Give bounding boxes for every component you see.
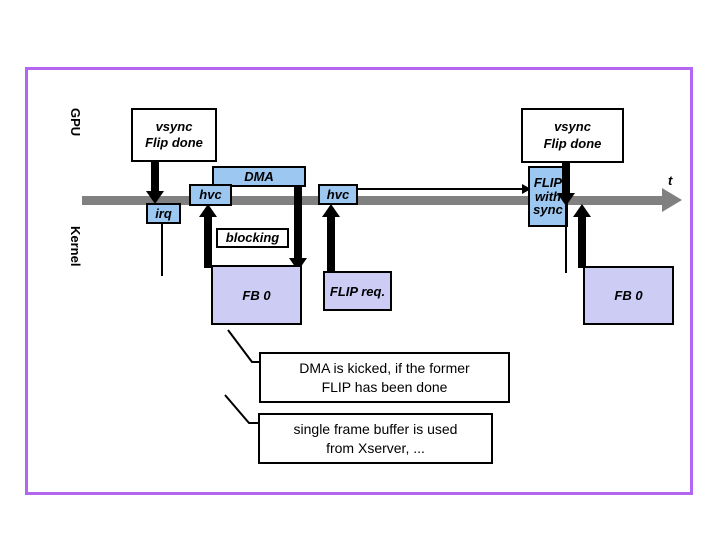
flip-req-label: FLIP req. bbox=[329, 283, 386, 299]
note-single-fb-line2: from Xserver, ... bbox=[326, 439, 425, 456]
hvc-block-second: hvc bbox=[318, 184, 358, 205]
blocking-box: blocking bbox=[216, 228, 289, 248]
note-single-fb-line1: single frame buffer is used bbox=[293, 421, 458, 438]
timeline-arrowhead-icon bbox=[662, 188, 682, 212]
arrow-fb0-to-hvc-shaft bbox=[204, 216, 212, 268]
arrow-vsync-to-irq-shaft bbox=[151, 162, 159, 193]
hvc-to-flip-arrowhead-icon bbox=[522, 184, 531, 194]
hvc-to-flip-connector bbox=[358, 188, 523, 190]
fb0-label-right: FB 0 bbox=[614, 288, 643, 303]
flip-done-label-right: Flip done bbox=[543, 135, 602, 151]
blocking-label: blocking bbox=[225, 229, 280, 245]
hvc-block-first: hvc bbox=[189, 184, 232, 206]
arrow-dma-down-shaft bbox=[294, 186, 302, 265]
dma-block: DMA bbox=[212, 166, 306, 187]
fb0-box-left: FB 0 bbox=[211, 265, 302, 325]
irq-label: irq bbox=[155, 205, 172, 221]
hvc-label-first: hvc bbox=[199, 187, 222, 203]
flip-with-sync-line1: FLIP bbox=[533, 175, 563, 191]
arrow-flipreq-to-hvc-head-icon bbox=[322, 204, 340, 217]
hvc-label-second: hvc bbox=[326, 186, 350, 202]
irq-block: irq bbox=[146, 203, 181, 224]
flip-req-box: FLIP req. bbox=[323, 271, 392, 311]
fb0-label-left: FB 0 bbox=[242, 287, 271, 303]
timeline-axis-label: t bbox=[668, 173, 673, 188]
dma-label: DMA bbox=[244, 168, 274, 184]
lane-label-kernel: Kernel bbox=[68, 226, 83, 267]
arrow-fb0-right-shaft bbox=[578, 216, 586, 268]
arrow-flipreq-to-hvc-shaft bbox=[327, 216, 335, 272]
flip-done-label-left: Flip done bbox=[145, 135, 203, 150]
note-dma-kicked-line2: FLIP has been done bbox=[321, 378, 448, 395]
vsync-flip-done-box-right: vsync Flip done bbox=[521, 108, 624, 163]
vsync-flip-done-box-left: vsync Flip done bbox=[131, 108, 217, 162]
arrow-fb0-to-hvc-head-icon bbox=[199, 204, 217, 217]
flip-with-sync-line3: sync bbox=[533, 202, 563, 218]
note-single-fb: single frame buffer is used from Xserver… bbox=[258, 413, 493, 464]
arrow-fb0-right-head-icon bbox=[573, 204, 591, 217]
irq-lifeline bbox=[161, 224, 163, 276]
lane-label-gpu: GPU bbox=[68, 108, 83, 137]
vsync-right-lifeline bbox=[565, 205, 567, 273]
slide-frame bbox=[25, 67, 693, 495]
arrow-vsync-right-shaft bbox=[562, 163, 570, 197]
vsync-label-left: vsync bbox=[155, 118, 193, 134]
fb0-box-right: FB 0 bbox=[583, 266, 674, 325]
vsync-label-right: vsync bbox=[554, 119, 591, 135]
arrow-vsync-right-head-icon bbox=[557, 193, 575, 206]
note-dma-kicked: DMA is kicked, if the former FLIP has be… bbox=[259, 352, 510, 403]
note-dma-kicked-line1: DMA is kicked, if the former bbox=[299, 360, 470, 377]
arrow-vsync-to-irq-head-icon bbox=[146, 191, 164, 204]
flip-with-sync-line2: with bbox=[535, 188, 561, 204]
timeline-axis bbox=[82, 196, 670, 205]
